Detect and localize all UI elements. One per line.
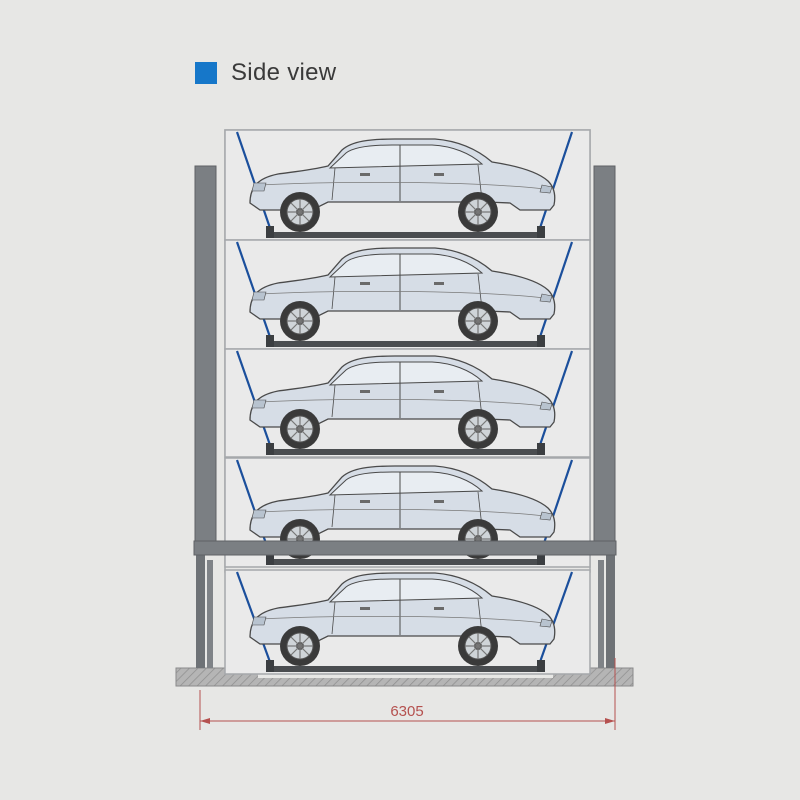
- platform-bracket-left: [266, 553, 274, 565]
- platform-bracket-right: [537, 660, 545, 672]
- legend-label: Side view: [231, 59, 337, 86]
- lift-cable-right: [538, 350, 574, 446]
- parking-level-2: [224, 239, 591, 350]
- platform: [270, 559, 541, 565]
- platform-bracket-left: [266, 443, 274, 455]
- parking-level-5: [224, 569, 591, 675]
- left-leg-outer: [196, 555, 205, 668]
- parking-level-3: [224, 348, 591, 458]
- platform: [270, 449, 541, 455]
- lift-cable-left: [235, 459, 272, 556]
- dimension-arrow-right: [605, 718, 615, 724]
- lift-cable-right: [538, 131, 574, 229]
- platform-bracket-left: [266, 226, 274, 238]
- legend-swatch: [195, 62, 217, 84]
- lift-cable-right: [538, 241, 574, 338]
- platform-bracket-left: [266, 660, 274, 672]
- lift-cable-left: [235, 241, 272, 338]
- right-post: [593, 165, 616, 542]
- platform-bracket-left: [266, 335, 274, 347]
- right-leg-inner: [598, 560, 604, 668]
- lift-cable-left: [235, 571, 272, 663]
- platform-bracket-right: [537, 553, 545, 565]
- right-leg-outer: [606, 555, 615, 668]
- dimension-value: 6305: [390, 703, 423, 720]
- platform-bracket-right: [537, 443, 545, 455]
- lift-cable-right: [538, 571, 574, 663]
- lift-cable-right: [538, 459, 574, 556]
- lift-cable-left: [235, 350, 272, 446]
- platform-bracket-right: [537, 335, 545, 347]
- width-dimension: 6305: [199, 658, 616, 730]
- cross-beam: [193, 540, 617, 556]
- platform: [270, 232, 541, 238]
- lift-cable-left: [235, 131, 272, 229]
- platform: [270, 666, 541, 672]
- dimension-arrow-left: [200, 718, 210, 724]
- left-leg-inner: [207, 560, 213, 668]
- parking-level-1: [224, 129, 591, 241]
- legend: Side view: [195, 58, 336, 88]
- platform: [270, 341, 541, 347]
- left-post: [194, 165, 217, 542]
- platform-bracket-right: [537, 226, 545, 238]
